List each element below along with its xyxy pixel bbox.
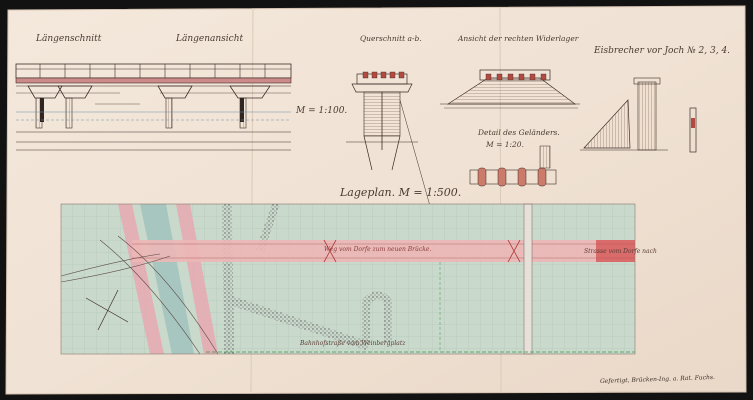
longitudinal-elevation-drawing	[15, 63, 292, 151]
road-label: Weg vom Dorfe zum neuen Brücke.	[324, 246, 432, 253]
railing-detail-drawing	[469, 145, 557, 187]
bottom-road-label: Bahnhofstraße vom Weinbergplatz	[300, 340, 406, 347]
road-end-label: Strasse vom Dorfe nach	[584, 248, 657, 255]
railing-detail-title: Detail des Geländers.	[478, 128, 560, 137]
longitudinal-view-title: Längenansicht	[176, 34, 244, 44]
ice-breaker-drawing	[580, 77, 697, 153]
abutment-view-drawing	[440, 69, 580, 109]
cross-section-title: Querschnitt a-b.	[360, 34, 422, 43]
abutment-view-title: Ansicht der rechten Widerlager	[458, 34, 579, 43]
site-plan-title: Lageplan. M = 1:500.	[340, 186, 462, 199]
railing-detail-scale: M = 1:20.	[486, 140, 524, 149]
ice-breaker-title: Eisbrecher vor Joch № 2, 3, 4.	[594, 46, 731, 56]
site-plan-map	[60, 203, 635, 355]
elevation-scale: M = 1:100.	[296, 106, 348, 116]
longitudinal-section-title: Längenschnitt	[36, 34, 102, 44]
cross-section-drawing	[346, 71, 431, 207]
